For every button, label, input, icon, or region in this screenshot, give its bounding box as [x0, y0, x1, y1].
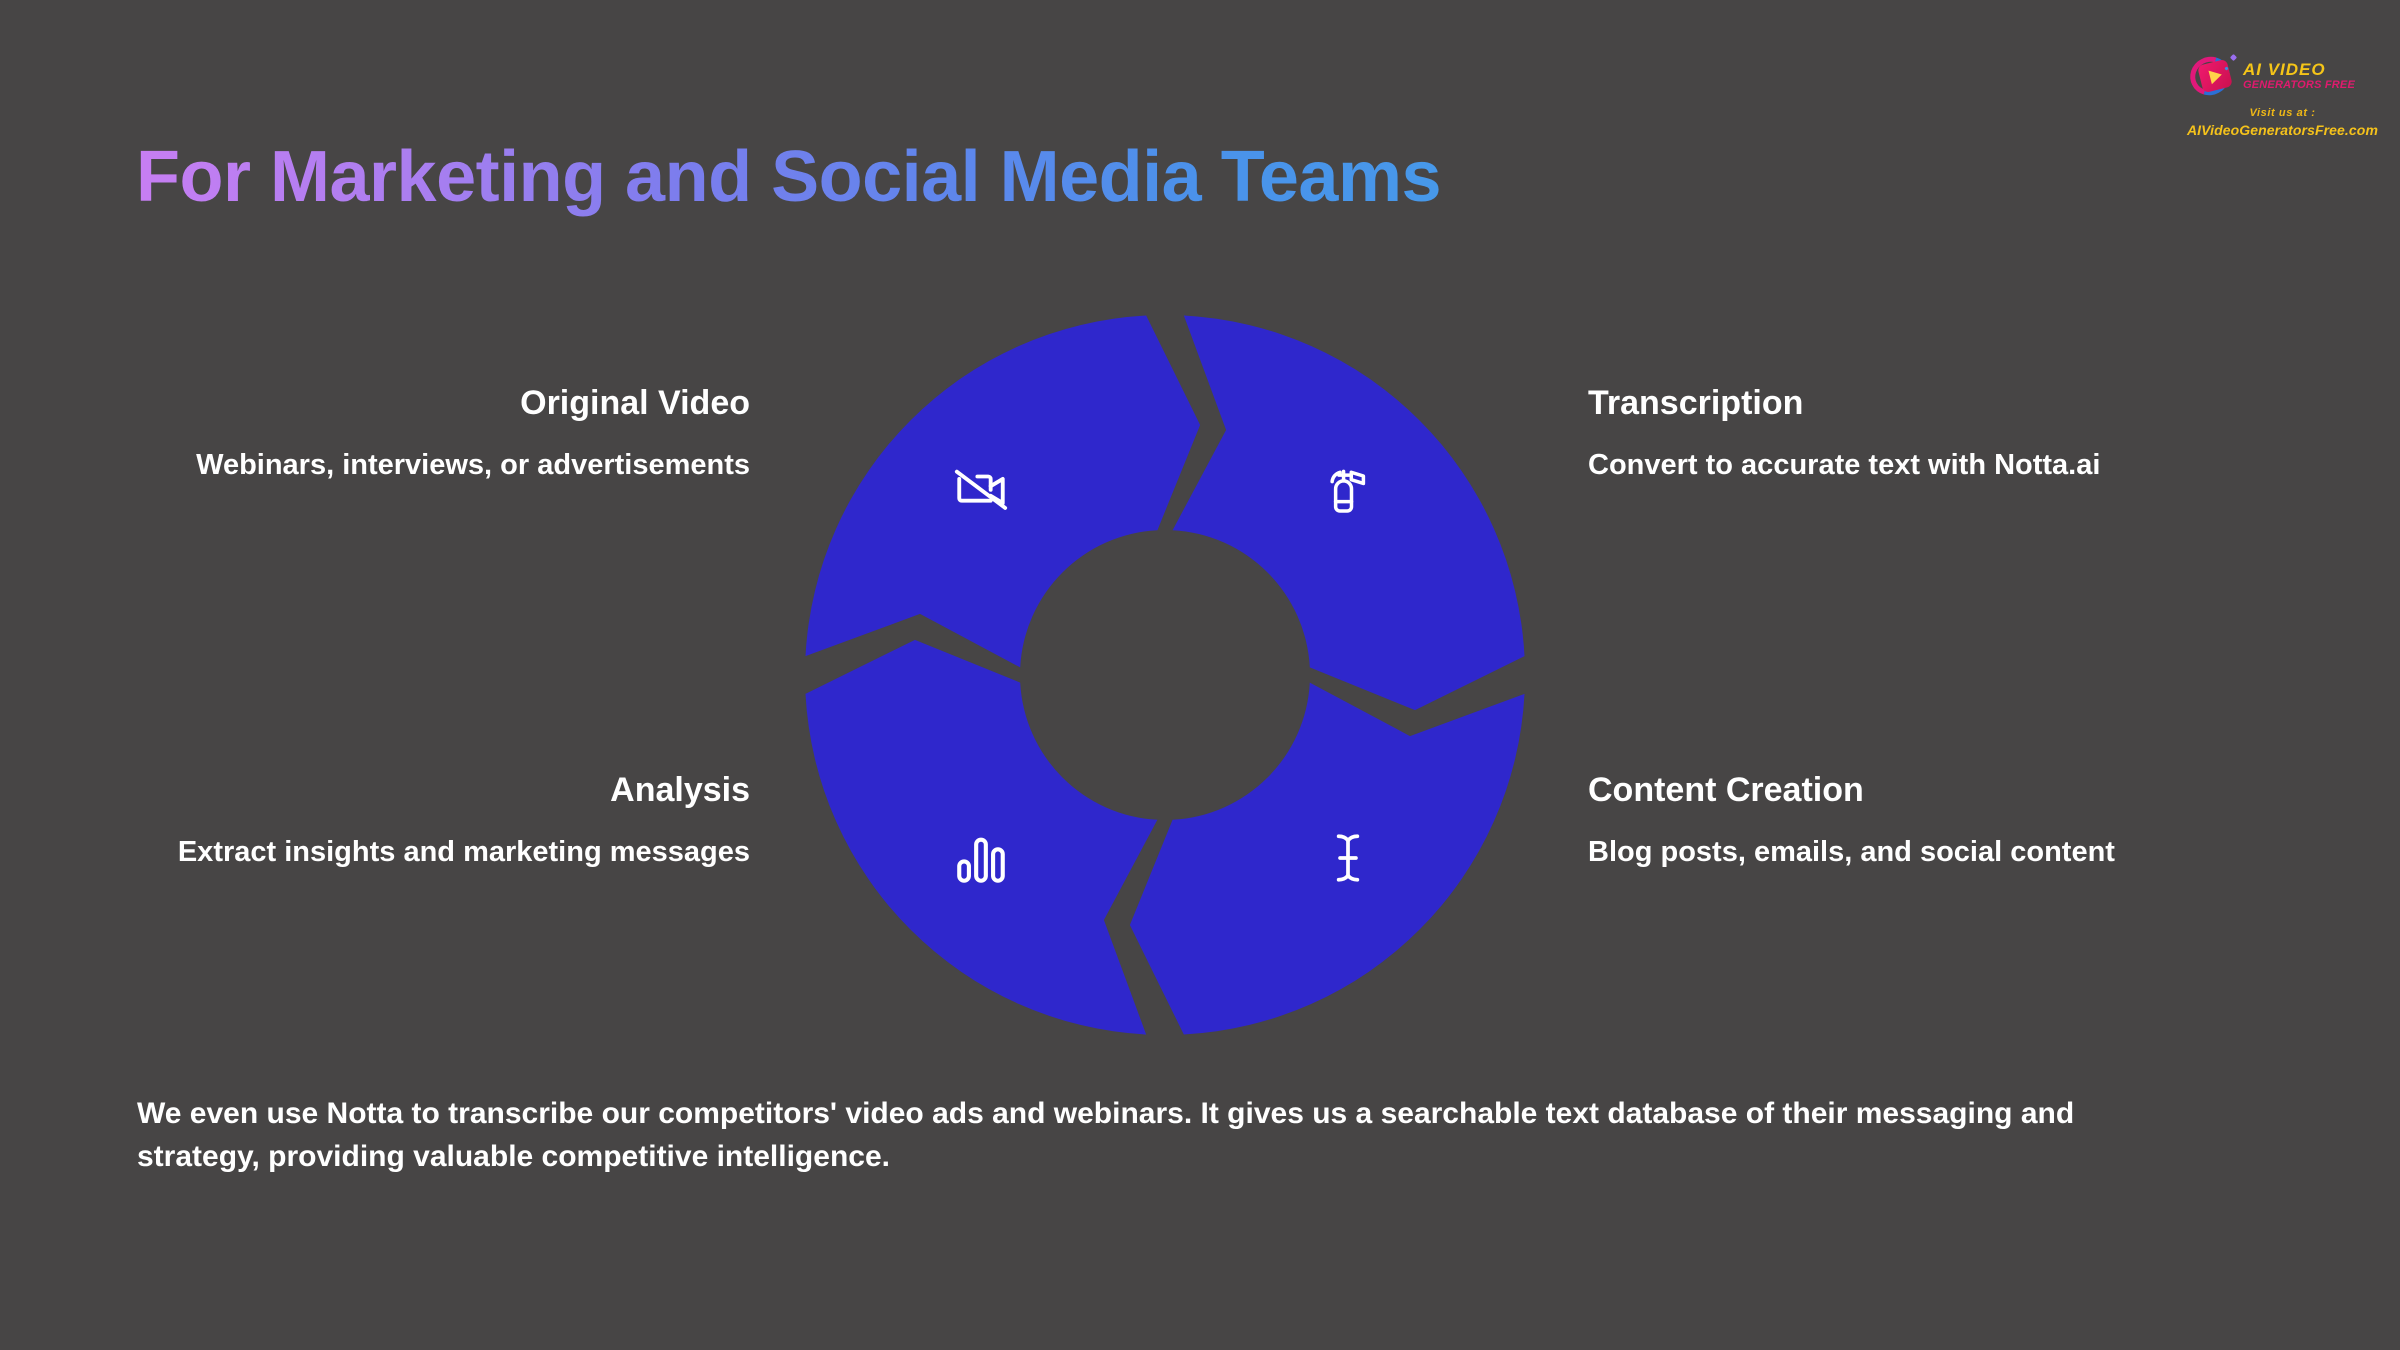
node-title-transcription: Transcription — [1588, 384, 1804, 422]
cycle-diagram — [795, 305, 1535, 1045]
node-label-content-creation: Content Creation Blog posts, emails, and… — [1588, 771, 2248, 873]
visit-label: Visit us at : — [2249, 107, 2316, 119]
segment-original-video[interactable] — [1172, 315, 1525, 711]
video-off-icon — [952, 462, 1010, 520]
node-title-analysis: Analysis — [610, 771, 750, 809]
logo-mark-row: AI VIDEO GENERATORS FREE — [2175, 49, 2390, 103]
visit-url[interactable]: AIVideoGeneratorsFree.com — [2186, 121, 2379, 138]
node-description-original-video: Webinars, interviews, or advertisements — [196, 449, 750, 482]
segment-content-creation[interactable] — [805, 639, 1158, 1035]
brand-logo: AI VIDEO GENERATORS FREE Visit us at : A… — [2175, 49, 2390, 150]
node-description-transcription: Convert to accurate text with Notta.ai — [1588, 449, 2101, 482]
node-title-original-video: Original Video — [520, 384, 750, 422]
node-description-analysis: Extract insights and marketing messages — [177, 836, 750, 869]
node-label-analysis: Analysis Extract insights and marketing … — [110, 771, 750, 873]
text-cursor-icon — [1320, 830, 1376, 886]
footer-note: We even use Notta to transcribe our comp… — [137, 1097, 2075, 1173]
node-description-content-creation: Blog posts, emails, and social content — [1588, 836, 2115, 869]
node-title-content-creation: Content Creation — [1588, 771, 1864, 809]
logo-wordmark: AI VIDEO GENERATORS FREE — [2243, 61, 2355, 91]
cycle-diagram-svg — [805, 315, 1525, 1035]
logo-line-2: GENERATORS FREE — [2243, 79, 2355, 91]
node-label-original-video: Original Video Webinars, interviews, or … — [180, 384, 750, 486]
bar-chart-icon — [952, 830, 1010, 888]
node-label-transcription: Transcription Convert to accurate text w… — [1588, 384, 2228, 486]
page-title: For Marketing and Social Media Teams — [136, 137, 1442, 217]
segment-transcription[interactable] — [1129, 682, 1525, 1035]
play-button-logo-icon — [2183, 49, 2239, 103]
logo-line-1: AI VIDEO — [2243, 60, 2326, 79]
fire-extinguisher-icon — [1320, 462, 1376, 518]
logo-visit-block: Visit us at : AIVideoGeneratorsFree.com — [2175, 106, 2390, 140]
